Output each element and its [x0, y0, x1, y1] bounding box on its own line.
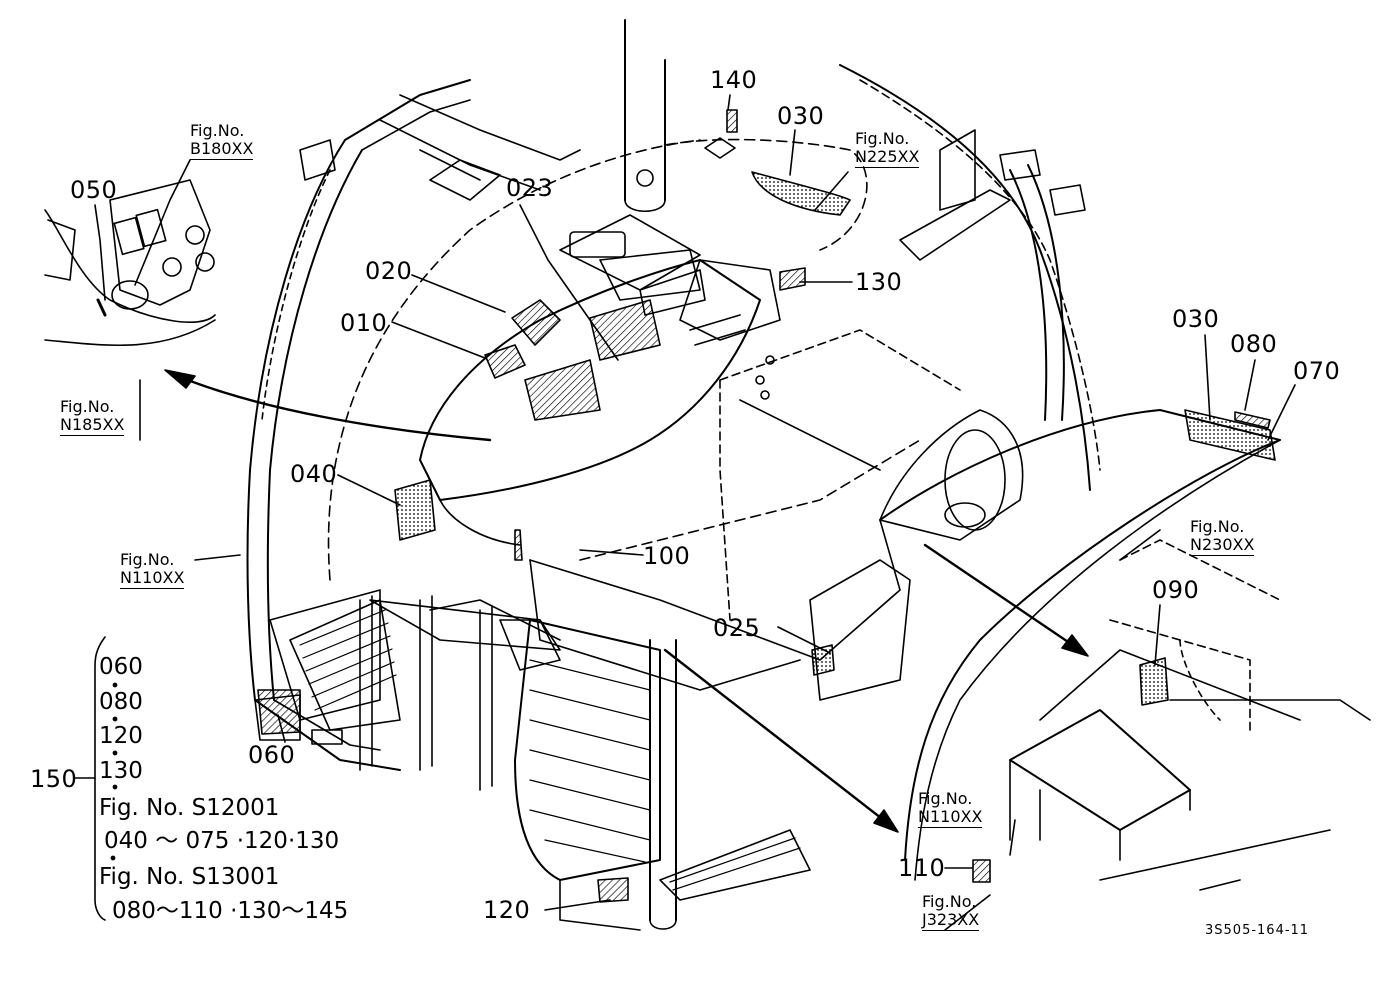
- callout-080-right: 080: [1230, 330, 1278, 358]
- kit-note-fig-s13001: Fig. No. S13001: [99, 864, 280, 890]
- drawing-code: 3S505-164-11: [1205, 923, 1310, 938]
- kit-item-120: 120: [99, 723, 143, 749]
- callout-090: 090: [1152, 576, 1200, 604]
- callout-025: 025: [713, 614, 761, 642]
- figref-j323xx: Fig.No. J323XX: [922, 892, 980, 931]
- callout-030-top: 030: [777, 102, 825, 130]
- callout-060: 060: [248, 741, 296, 769]
- callout-100: 100: [643, 542, 691, 570]
- kit-item-130: 130: [99, 758, 143, 784]
- callout-023: 023: [506, 174, 554, 202]
- callout-130-top: 130: [855, 268, 903, 296]
- figref-b180xx: Fig.No. B180XX: [190, 121, 254, 160]
- callout-140: 140: [710, 66, 758, 94]
- kit-note-range-2: 080～110 ·130～145: [112, 898, 349, 924]
- kit-item-080: 080: [99, 689, 143, 715]
- callout-070: 070: [1293, 357, 1341, 385]
- figref-n110xx-left: Fig.No. N110XX: [120, 550, 185, 589]
- callout-050: 050: [70, 176, 118, 204]
- kit-item-060: 060: [99, 654, 143, 680]
- kit-note-fig-s12001: Fig. No. S12001: [99, 795, 280, 821]
- kit-note-range-1: 040 ～ 075 ·120·130: [104, 828, 340, 854]
- callout-120: 120: [483, 896, 531, 924]
- callout-150: 150: [30, 765, 78, 793]
- callout-020: 020: [365, 257, 413, 285]
- callout-010: 010: [340, 309, 388, 337]
- callout-040: 040: [290, 460, 338, 488]
- callout-110: 110: [898, 854, 946, 882]
- figref-n110xx-right: Fig.No. N110XX: [918, 789, 983, 828]
- figref-n230xx: Fig.No. N230XX: [1190, 517, 1255, 556]
- callout-030-right: 030: [1172, 305, 1220, 333]
- figref-n225xx: Fig.No. N225XX: [855, 129, 920, 168]
- figref-n185xx: Fig.No. N185XX: [60, 397, 125, 436]
